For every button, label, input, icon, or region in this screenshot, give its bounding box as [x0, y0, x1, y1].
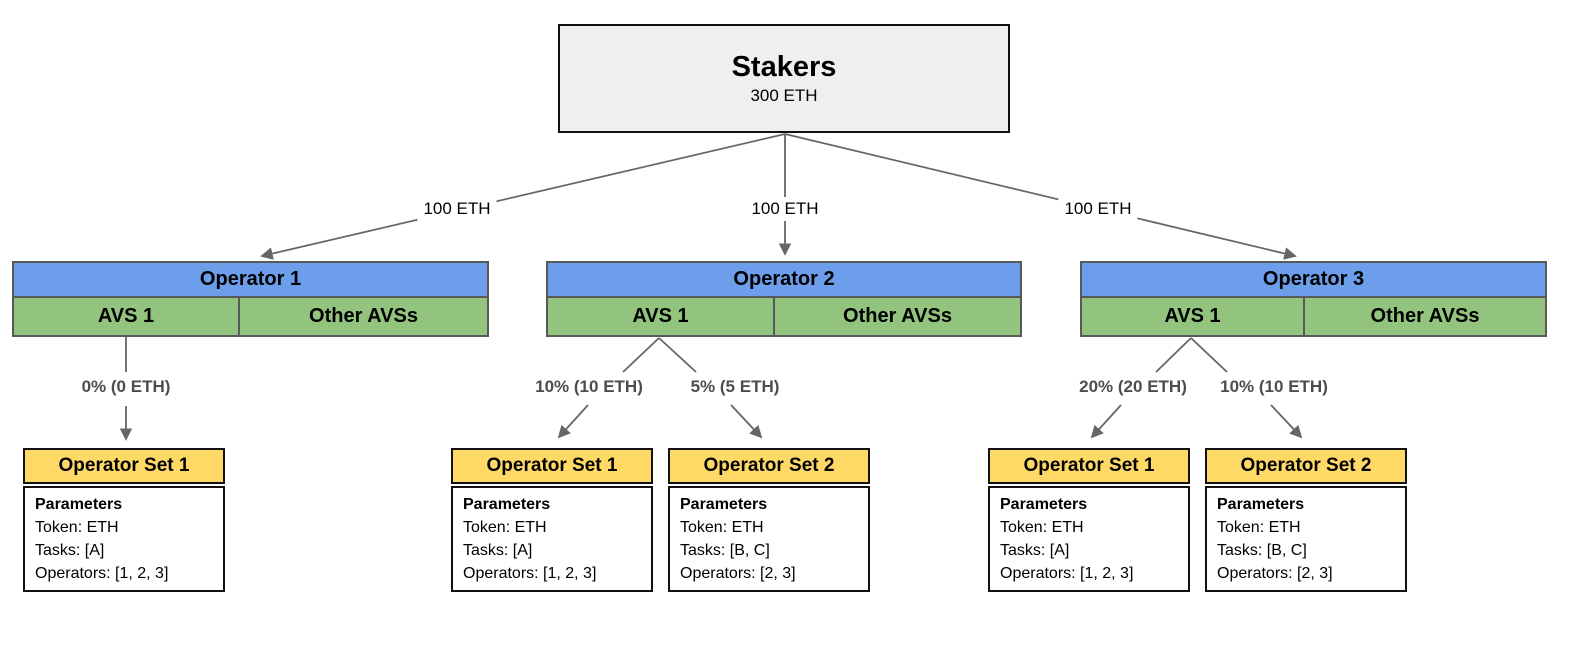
op3-operator-set2-box: Operator Set 2 Parameters Token: ETH Tas… [1205, 448, 1407, 592]
params-title: Parameters [463, 496, 551, 513]
operator3-other-avss-cell: Other AVSs [1305, 298, 1545, 335]
edge-op3-set2-arrow [1270, 404, 1303, 439]
param-token: Token: ETH [35, 519, 119, 536]
edge-op3-fork-right [1190, 337, 1228, 373]
param-operators: Operators: [2, 3] [1217, 565, 1333, 582]
params-title: Parameters [1217, 496, 1305, 513]
edge-op2-set1-arrow [557, 404, 589, 439]
operator1-other-avss-cell: Other AVSs [240, 298, 487, 335]
allocation-label-operator3: 100 ETH [1058, 197, 1138, 221]
allocation-label-operator1: 100 ETH [417, 197, 497, 221]
edge-stakers-operator3 [784, 133, 1297, 260]
op3-set2-header: Operator Set 2 [1205, 448, 1407, 484]
param-operators: Operators: [1, 2, 3] [35, 565, 169, 582]
edge-op2-fork-left [622, 337, 660, 373]
param-tasks: Tasks: [A] [1000, 542, 1070, 559]
split-label-op3-set2: 10% (10 ETH) [1216, 376, 1332, 398]
edge-stakers-operator1 [260, 133, 786, 260]
split-label-op2-set2: 5% (5 ETH) [686, 376, 784, 398]
edge-op3-set1-arrow [1090, 404, 1122, 439]
param-token: Token: ETH [1000, 519, 1084, 536]
op3-set1-header: Operator Set 1 [988, 448, 1190, 484]
split-label-op3-set1: 20% (20 ETH) [1075, 376, 1191, 398]
op2-set1-header: Operator Set 1 [451, 448, 653, 484]
param-operators: Operators: [2, 3] [680, 565, 796, 582]
operator1-header: Operator 1 [14, 263, 487, 298]
param-token: Token: ETH [463, 519, 547, 536]
params-title: Parameters [35, 496, 123, 513]
operator3-header: Operator 3 [1082, 263, 1545, 298]
stakers-box: Stakers 300 ETH [558, 24, 1010, 133]
edge-op2-fork-right [658, 337, 697, 373]
param-token: Token: ETH [680, 519, 764, 536]
op3-set1-parameters: Parameters Token: ETH Tasks: [A] Operato… [988, 486, 1190, 592]
allocation-label-operator2: 100 ETH [745, 197, 825, 221]
param-tasks: Tasks: [B, C] [1217, 542, 1307, 559]
param-tasks: Tasks: [B, C] [680, 542, 770, 559]
param-token: Token: ETH [1217, 519, 1301, 536]
op3-operator-set1-box: Operator Set 1 Parameters Token: ETH Tas… [988, 448, 1190, 592]
operator2-header: Operator 2 [548, 263, 1020, 298]
op1-set1-parameters: Parameters Token: ETH Tasks: [A] Operato… [23, 486, 225, 592]
op2-set2-parameters: Parameters Token: ETH Tasks: [B, C] Oper… [668, 486, 870, 592]
operator2-box: Operator 2 AVS 1 Other AVSs [546, 261, 1022, 337]
param-tasks: Tasks: [A] [35, 542, 105, 559]
stakers-title: Stakers [731, 50, 837, 83]
operator2-avs1-cell: AVS 1 [548, 298, 775, 335]
stakers-amount: 300 ETH [750, 85, 818, 105]
op2-operator-set2-box: Operator Set 2 Parameters Token: ETH Tas… [668, 448, 870, 592]
op1-operator-set1-box: Operator Set 1 Parameters Token: ETH Tas… [23, 448, 225, 592]
edge-op3-fork-left [1155, 337, 1192, 373]
operator2-other-avss-cell: Other AVSs [775, 298, 1020, 335]
operator3-box: Operator 3 AVS 1 Other AVSs [1080, 261, 1547, 337]
split-label-op2-set1: 10% (10 ETH) [531, 376, 647, 398]
params-title: Parameters [1000, 496, 1088, 513]
param-operators: Operators: [1, 2, 3] [1000, 565, 1134, 582]
operator3-avs1-cell: AVS 1 [1082, 298, 1305, 335]
op2-set1-parameters: Parameters Token: ETH Tasks: [A] Operato… [451, 486, 653, 592]
param-operators: Operators: [1, 2, 3] [463, 565, 597, 582]
edge-op2-set2-arrow [730, 404, 763, 439]
op1-set1-header: Operator Set 1 [23, 448, 225, 484]
op2-operator-set1-box: Operator Set 1 Parameters Token: ETH Tas… [451, 448, 653, 592]
op3-set2-parameters: Parameters Token: ETH Tasks: [B, C] Oper… [1205, 486, 1407, 592]
split-label-op1-set1: 0% (0 ETH) [77, 376, 175, 398]
param-tasks: Tasks: [A] [463, 542, 533, 559]
params-title: Parameters [680, 496, 768, 513]
op2-set2-header: Operator Set 2 [668, 448, 870, 484]
operator1-avs1-cell: AVS 1 [14, 298, 240, 335]
operator1-box: Operator 1 AVS 1 Other AVSs [12, 261, 489, 337]
